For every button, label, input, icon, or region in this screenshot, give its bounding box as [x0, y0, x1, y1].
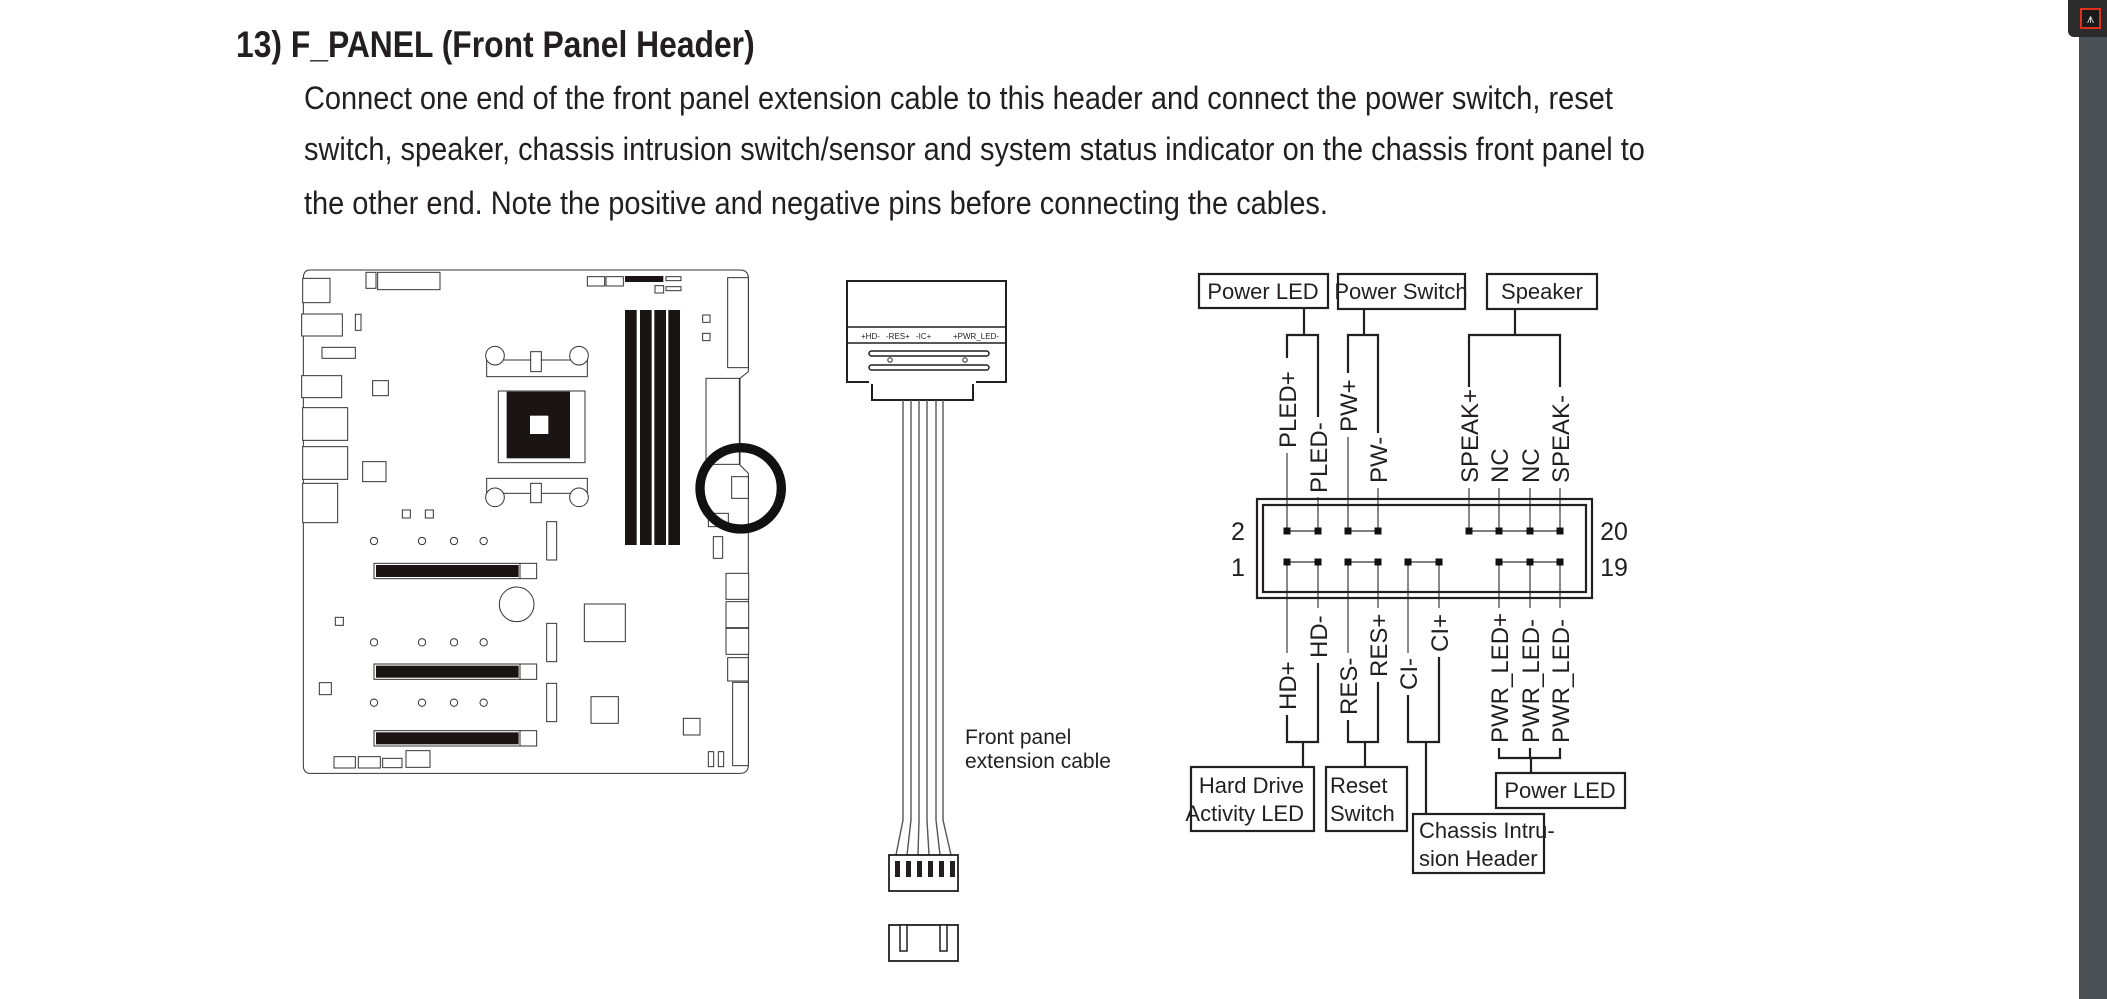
- group-label-chassis-line-1: Chassis Intru-: [1419, 818, 1555, 843]
- pin-label-pwr-led-minus-1: PWR_LED-: [1518, 619, 1545, 743]
- group-label-reset-line-2: Switch: [1330, 801, 1395, 826]
- section-title: 13) F_PANEL (Front Panel Header): [236, 24, 755, 65]
- description-line-2: switch, speaker, chassis intrusion switc…: [304, 131, 1645, 167]
- group-label-hdd-line-1: Hard Drive: [1199, 773, 1304, 798]
- pin-number-2: 2: [1231, 518, 1245, 546]
- pin-label-pw-minus: PW-: [1366, 437, 1393, 483]
- viewer-scrollbar-panel[interactable]: [2079, 0, 2107, 999]
- pinout-diagram: Power LED Power Switch Speaker 2 1 20 19…: [1185, 272, 1628, 875]
- pin-label-pled-plus: PLED+: [1275, 371, 1302, 448]
- group-box-speaker: [1485, 272, 1599, 311]
- connector-label-pwr-led: +PWR_LED-: [953, 332, 999, 341]
- pin-label-pwr-led-plus: PWR_LED+: [1487, 613, 1514, 743]
- group-label-hdd-line-2: Activity LED: [1185, 801, 1304, 826]
- group-box-power-switch: [1336, 272, 1467, 311]
- description-line-1: Connect one end of the front panel exten…: [304, 80, 1613, 116]
- group-box-hdd-led: [1189, 765, 1316, 833]
- pin-number-1: 1: [1231, 554, 1245, 582]
- pin-label-hd-plus: HD+: [1275, 661, 1302, 710]
- pin-label-pled-minus: PLED-: [1306, 422, 1333, 493]
- cable-header-connector: +HD- -RES+ -IC+ +PWR_LED-: [846, 280, 1007, 401]
- group-label-power-switch: Power Switch: [1334, 279, 1467, 304]
- group-label-reset-line-1: Reset: [1330, 773, 1387, 798]
- group-box-reset: [1324, 765, 1409, 833]
- group-label-power-led-bottom: Power LED: [1504, 778, 1615, 803]
- group-box-chassis-intrusion: [1411, 812, 1546, 875]
- pin-label-res-minus: RES-: [1336, 658, 1363, 715]
- pin-label-ci-minus: CI-: [1396, 658, 1423, 690]
- connector-label-ic: -IC+: [916, 332, 932, 341]
- cable-caption-line-2: extension cable: [965, 750, 1111, 773]
- group-label-chassis-line-2: sion Header: [1419, 846, 1538, 871]
- pin-label-pw-plus: PW+: [1336, 379, 1363, 432]
- pin-label-hd-minus: HD-: [1306, 615, 1333, 658]
- cable-caption-line-1: Front panel: [965, 726, 1071, 749]
- f-panel-location-highlight: [695, 443, 786, 534]
- cable-end-connector: [888, 854, 959, 962]
- pin-number-20: 20: [1600, 518, 1628, 546]
- motherboard-diagram: [301, 269, 786, 774]
- pin-label-nc-1: NC: [1487, 448, 1514, 483]
- connector-label-res: -RES+: [886, 332, 910, 341]
- group-box-power-led: [1197, 272, 1330, 310]
- description-line-3: the other end. Note the positive and neg…: [304, 185, 1328, 221]
- group-box-power-led-bottom: [1494, 771, 1627, 810]
- cable-wires: [895, 400, 952, 856]
- acrobat-icon[interactable]: ⩚: [2080, 8, 2101, 29]
- pin-label-speak-minus: SPEAK-: [1548, 395, 1575, 483]
- pin-label-nc-2: NC: [1518, 448, 1545, 483]
- connector-label-hd: +HD-: [861, 332, 880, 341]
- group-label-speaker: Speaker: [1501, 279, 1583, 304]
- pin-number-19: 19: [1600, 554, 1628, 582]
- pin-label-res-plus: RES+: [1366, 614, 1393, 677]
- pin-label-ci-plus: CI+: [1427, 614, 1454, 652]
- group-label-power-led: Power LED: [1207, 279, 1318, 304]
- pin-label-speak-plus: SPEAK+: [1457, 389, 1484, 483]
- pin-label-pwr-led-minus-2: PWR_LED-: [1548, 619, 1575, 743]
